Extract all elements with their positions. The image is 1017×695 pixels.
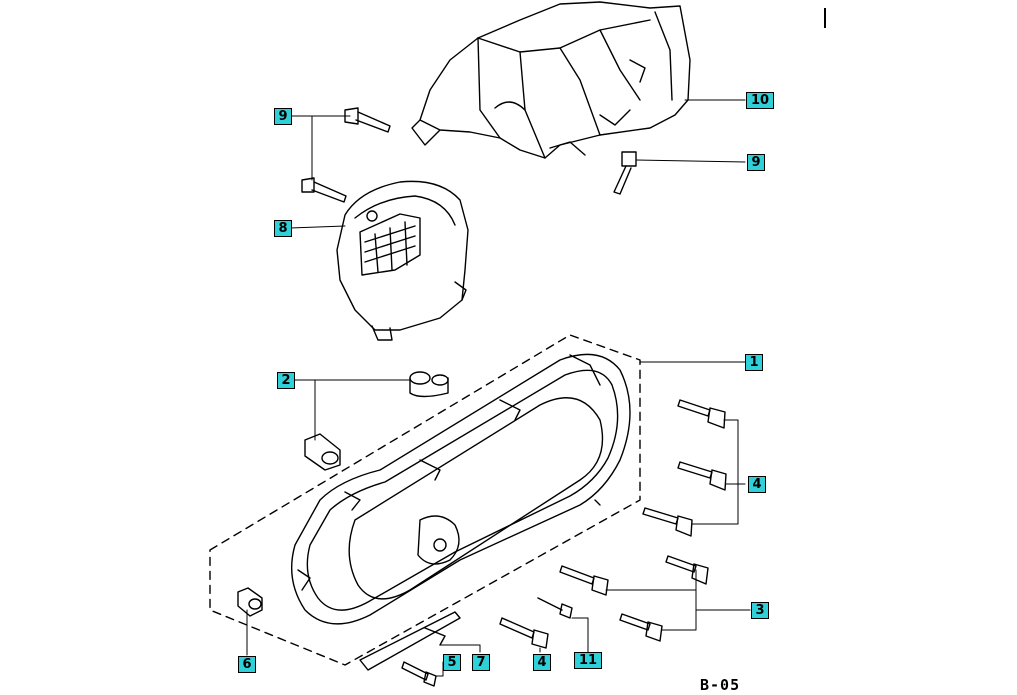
screw-9-right — [613, 151, 637, 195]
bolt-3c — [619, 613, 663, 642]
spacer-2-lower — [304, 433, 341, 471]
callout-6[interactable]: 6 — [238, 656, 256, 673]
callout-2[interactable]: 2 — [277, 372, 295, 389]
page-code: B-05 — [700, 676, 741, 694]
bolt-4a — [677, 399, 726, 429]
spacer-6 — [237, 587, 263, 617]
screw-9-upper — [344, 107, 391, 133]
cylinder-shroud-part — [411, 1, 691, 159]
callout-10[interactable]: 10 — [746, 92, 774, 109]
callout-9[interactable]: 9 — [274, 108, 292, 125]
callout-11[interactable]: 11 — [574, 652, 602, 669]
callout-1[interactable]: 1 — [745, 354, 763, 371]
fan-cover-part — [336, 180, 469, 341]
bracket-7 — [359, 611, 461, 671]
bolt-3b — [665, 555, 709, 585]
callout-9[interactable]: 9 — [747, 154, 765, 171]
callout-5[interactable]: 5 — [443, 654, 461, 671]
screw-5 — [401, 661, 437, 687]
transmission-cover-part — [290, 353, 631, 625]
bolt-3a — [559, 565, 609, 596]
screw-9-lower — [301, 177, 347, 203]
callout-7[interactable]: 7 — [472, 654, 490, 671]
bolt-4c — [642, 507, 693, 537]
spacer-2-upper — [409, 371, 449, 398]
edge-mark — [824, 8, 826, 28]
callout-4[interactable]: 4 — [748, 476, 766, 493]
pin-11 — [537, 597, 573, 619]
callout-3[interactable]: 3 — [751, 602, 769, 619]
bolt-4b — [677, 461, 727, 491]
callout-8[interactable]: 8 — [274, 220, 292, 237]
assembly-outline — [209, 334, 641, 666]
leader-lines — [246, 99, 751, 677]
bolt-4d — [499, 617, 549, 649]
callout-4[interactable]: 4 — [533, 654, 551, 671]
